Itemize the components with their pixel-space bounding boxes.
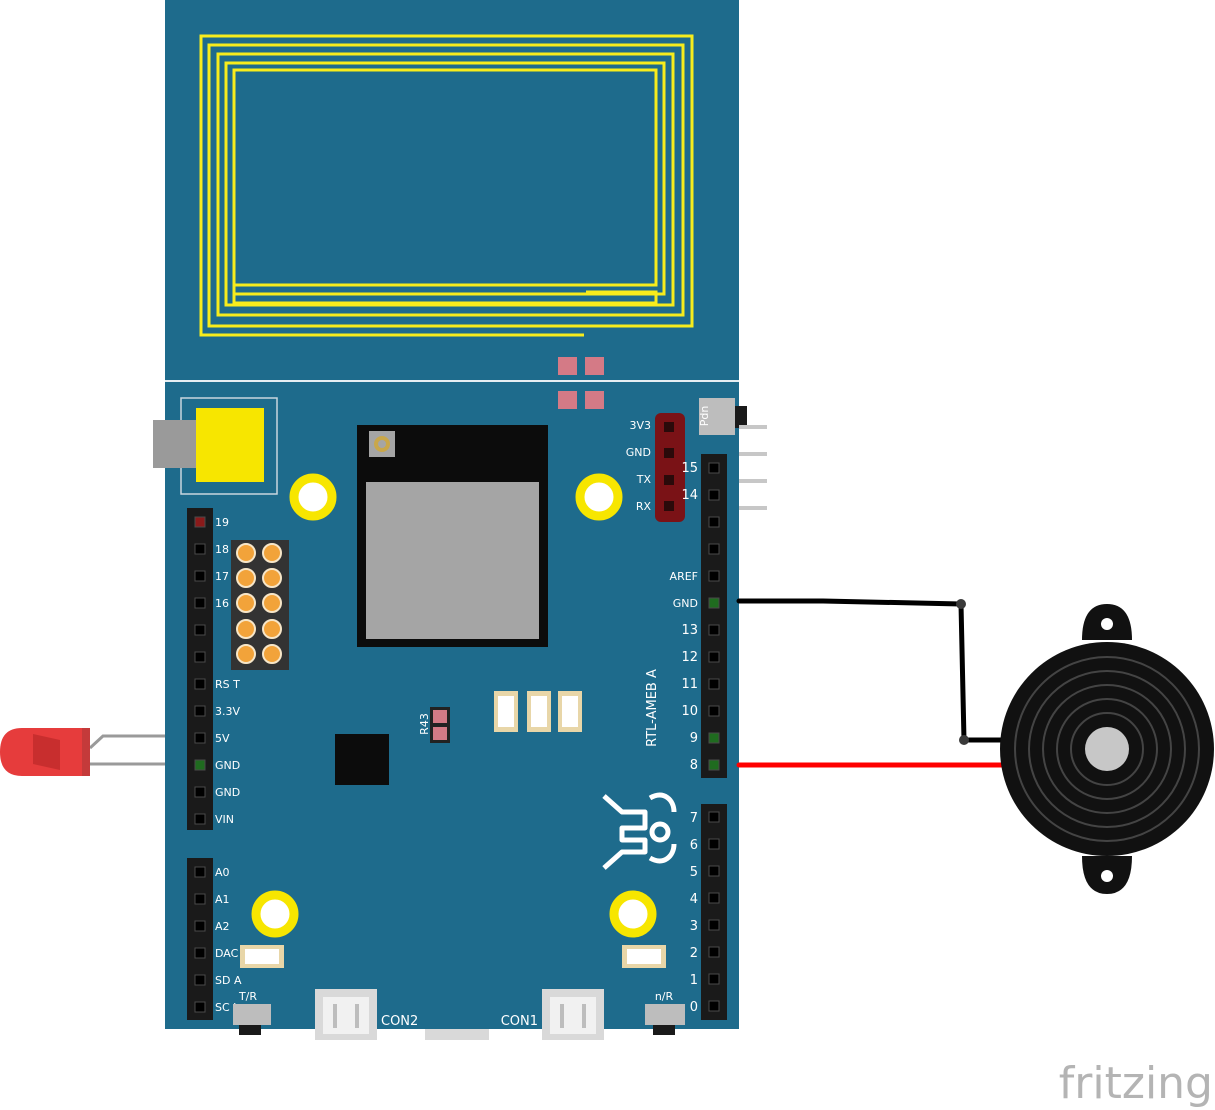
uart-label-tx: TX	[636, 473, 652, 486]
pin-label-10: 10	[681, 704, 698, 719]
pin-label-19: 19	[215, 516, 229, 529]
pin-label-7: 7	[690, 811, 698, 826]
uart-label-3v3: 3V3	[629, 419, 651, 432]
pdn-label: Pdn	[698, 406, 711, 427]
mounting-holes	[251, 473, 657, 938]
pin-label-9: 9	[690, 731, 698, 746]
side-pins	[739, 425, 767, 510]
audio-jack	[153, 397, 278, 495]
pin-label-13: 13	[681, 623, 698, 638]
fritzing-watermark: fritzing	[1059, 1058, 1213, 1109]
pin-label-a2: A2	[215, 920, 230, 933]
board-name: RTL-AMEB A	[645, 669, 660, 747]
pin-label-5: 5	[690, 865, 698, 880]
pin-label-17: 17	[215, 570, 229, 583]
right-lower-header: 7 6 5 4 3 2 1 0	[690, 804, 727, 1020]
pin-label-11: 11	[681, 677, 698, 692]
pin-label-0: 0	[690, 1000, 698, 1015]
pin-label-4: 4	[690, 892, 698, 907]
switch-nr: n/R	[645, 990, 685, 1035]
pin-label-6: 6	[690, 838, 698, 853]
board-logo	[602, 792, 677, 870]
pin-label-15: 15	[681, 461, 698, 476]
pin-label-3v3: 3.3V	[215, 705, 240, 718]
pin-label-dac: DAC	[215, 947, 239, 960]
switch-nr-label: n/R	[655, 990, 674, 1003]
switch-tr-label: T/R	[238, 990, 257, 1003]
red-led	[0, 728, 165, 776]
usb-con2-label: CON2	[381, 1014, 418, 1029]
uart-header: 3V3 GND TX RX	[626, 413, 685, 522]
pin-label-3: 3	[690, 919, 698, 934]
pin-label-a0: A0	[215, 866, 230, 879]
pin-label-rst: RS T	[215, 678, 240, 691]
pin-label-14: 14	[681, 488, 698, 503]
pin-label-gnd-2: GND	[215, 786, 240, 799]
nfc-antenna-panel	[165, 0, 739, 380]
jtag-header	[231, 540, 289, 670]
pin-label-5v: 5V	[215, 732, 230, 745]
pin-label-2: 2	[690, 946, 698, 961]
left-header: 19 18 17 16 RS T 3.3V 5V GND GND VIN	[187, 508, 240, 830]
pin-label-a1: A1	[215, 893, 230, 906]
uart-label-rx: RX	[636, 500, 652, 513]
switch-tr: T/R	[233, 990, 271, 1035]
pin-label-gnd-right: GND	[673, 597, 698, 610]
pdn-switch: Pdn	[698, 398, 747, 435]
pin-label-aref: AREF	[670, 570, 698, 583]
usb-con1: CON1	[501, 989, 604, 1040]
usb-con2: CON2	[315, 989, 418, 1040]
gnd-wire	[736, 598, 1007, 743]
usb-con1-label: CON1	[501, 1014, 538, 1029]
right-upper-header: 15 14 AREF GND 13 12 11 10 9 8	[670, 454, 727, 778]
pin-label-12: 12	[681, 650, 698, 665]
pin-label-18: 18	[215, 543, 229, 556]
wires	[736, 598, 1007, 768]
board-leds	[240, 691, 666, 968]
piezo-buzzer	[1000, 604, 1214, 894]
pin-label-8: 8	[690, 758, 698, 773]
uart-label-gnd: GND	[626, 446, 651, 459]
pin-label-gnd-1: GND	[215, 759, 240, 772]
pin-label-sda: SD A	[215, 974, 242, 987]
pin-label-vin: VIN	[215, 813, 234, 826]
pin-label-1: 1	[690, 973, 698, 988]
resistor-r43: R43	[418, 707, 450, 743]
pin-label-16: 16	[215, 597, 229, 610]
wifi-module	[357, 425, 548, 647]
ic-chip	[335, 734, 389, 785]
r43-label: R43	[418, 713, 431, 735]
usb-center-connector	[425, 1029, 489, 1040]
